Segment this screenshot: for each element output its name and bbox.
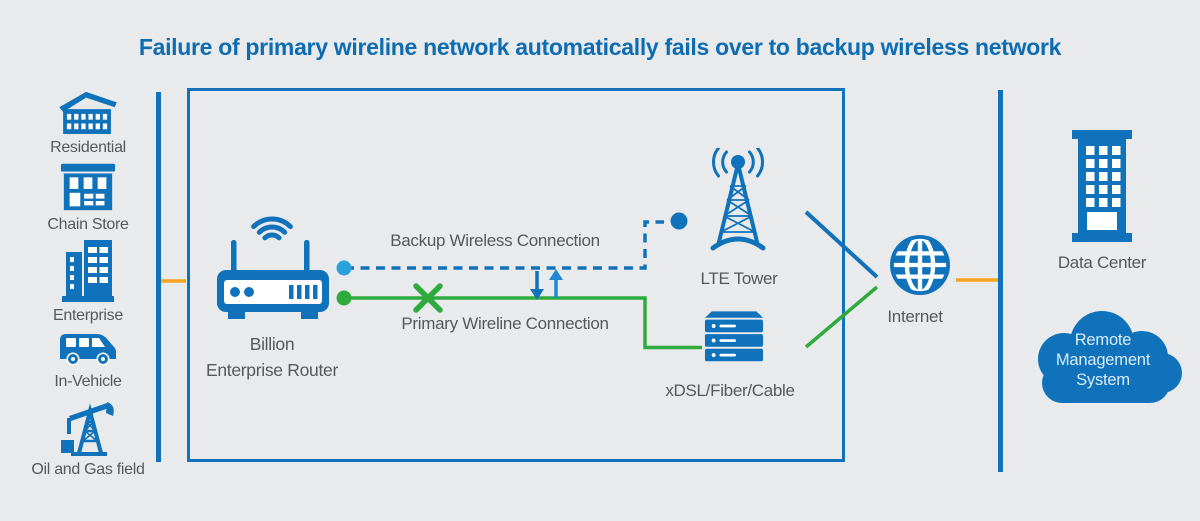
failover-down-arrow-icon [530,271,544,300]
lte-tower-icon [710,148,766,251]
cloud-line-2: Management [1055,351,1151,369]
internet-label: Internet [887,307,943,326]
data-center-icon [1072,130,1132,242]
router-icon [217,240,329,319]
oil-pump-icon [61,402,114,456]
primary-line-start-dot [336,290,352,306]
backup-connection-label: Backup Wireless Connection [390,231,600,250]
lte-tower-label: LTE Tower [700,269,778,288]
page-title: Failure of primary wireline network auto… [138,34,1062,60]
rail-label-residential: Residential [50,139,126,156]
rail-label-oil-gas: Oil and Gas field [31,461,145,478]
server-stack-icon [704,311,764,362]
backup-wireless-line [345,220,664,270]
left-divider-bar [156,92,161,462]
rail-item-residential: Residential [18,90,158,157]
router-label: Billion Enterprise Router [172,331,372,383]
remote-management-label: Remote Management System [1030,330,1176,390]
van-icon [60,334,116,366]
rail-item-enterprise: Enterprise [18,240,158,325]
data-center-label: Data Center [1057,253,1147,272]
backup-line-end-dot [670,212,688,230]
cloud-line-3: System [1076,371,1130,389]
primary-wireline-line [345,296,702,350]
wifi-waves-icon [251,216,293,241]
rail-item-oil-gas: Oil and Gas field [18,398,158,479]
rail-label-in-vehicle: In-Vehicle [54,373,122,390]
rail-item-chain-store: Chain Store [18,163,158,234]
router-label-line2: Enterprise Router [205,360,339,380]
rail-item-in-vehicle: In-Vehicle [18,332,158,391]
failover-up-arrow-icon [549,269,563,298]
storefront-icon [60,163,116,211]
cloud-line-1: Remote [1074,331,1132,349]
residential-building-icon [59,91,117,134]
lte-to-internet-link [804,210,879,279]
right-divider-bar [998,90,1003,472]
backup-line-start-dot [336,260,352,276]
office-building-icon [62,240,114,302]
rail-label-chain-store: Chain Store [47,216,129,233]
router-scope-box [187,88,845,462]
xdsl-label: xDSL/Fiber/Cable [665,381,795,400]
router-label-line1: Billion [249,334,295,354]
cloud-icon [1038,311,1182,403]
primary-connection-label: Primary Wireline Connection [401,314,609,333]
rail-label-enterprise: Enterprise [53,307,123,324]
internet-globe-icon [889,234,951,296]
failure-x-icon [413,283,443,313]
xdsl-to-internet-link [804,285,879,349]
